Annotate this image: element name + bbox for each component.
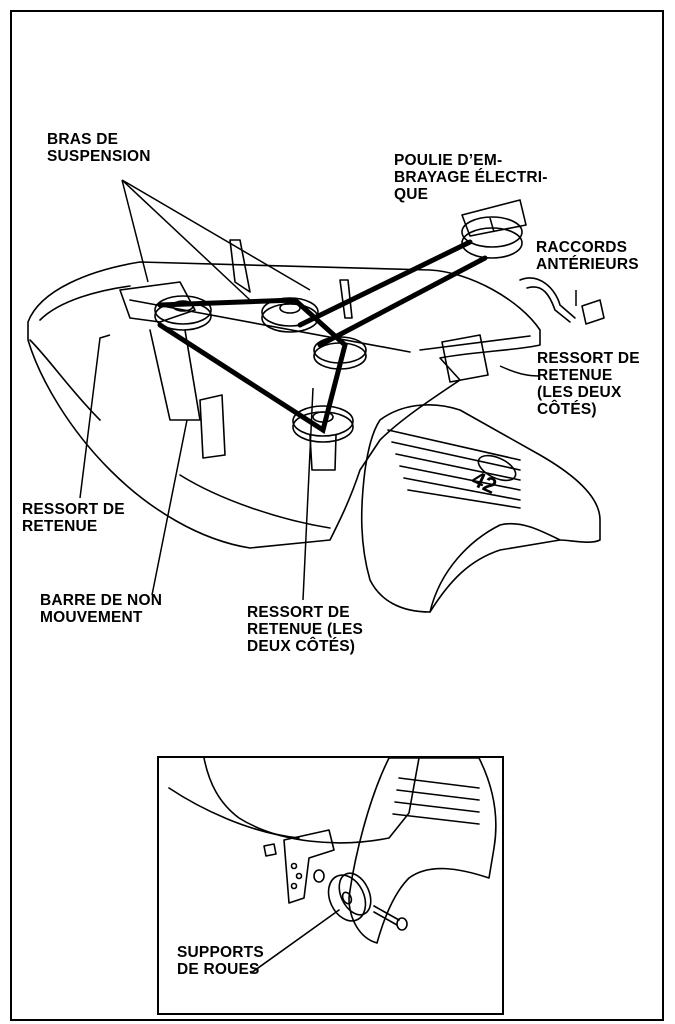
front-fitting-hose (519, 277, 576, 323)
label-poulie-embrayage: POULIE D’EM- BRAYAGE ÉLECTRI- QUE (394, 152, 548, 203)
label-bras-de-suspension: BRAS DE SUSPENSION (47, 131, 151, 165)
page-frame (10, 10, 664, 1021)
leader-ressort-gauche (79, 334, 111, 499)
inset-leader (250, 909, 340, 974)
inset-wheel-supports (157, 756, 504, 1015)
electric-clutch (461, 199, 527, 259)
leader-ressort-droite (499, 365, 541, 377)
label-ressort-centre: RESSORT DE RETENUE (LES DEUX CÔTÉS) (247, 604, 364, 655)
belt-drive (297, 239, 488, 348)
label-ressort-gauche: RESSORT DE RETENUE (22, 501, 125, 535)
pulley-bottom (292, 405, 354, 443)
label-raccords-anterieurs: RACCORDS ANTÉRIEURS (536, 239, 639, 273)
discharge-chute (360, 404, 601, 613)
deck-shell (27, 261, 541, 549)
inset-bracket (283, 829, 335, 904)
inset-bolt (373, 905, 400, 926)
leader-barre (151, 419, 188, 596)
inset-wheel (327, 872, 372, 922)
inset-illustration (168, 757, 497, 974)
inset-chute (348, 757, 497, 944)
label-ressort-droite: RESSORT DE RETENUE (LES DEUX CÔTÉS) (537, 350, 640, 418)
front-bracket (119, 281, 196, 323)
label-supports-de-roues: SUPPORTS DE ROUES (177, 944, 264, 978)
label-barre-non-mouvement: BARRE DE NON MOUVEMENT (40, 592, 163, 626)
belt-main (157, 297, 348, 434)
leader-ressort-centre (302, 387, 314, 601)
leader-poulie (489, 217, 495, 233)
leader-bras (121, 179, 311, 301)
